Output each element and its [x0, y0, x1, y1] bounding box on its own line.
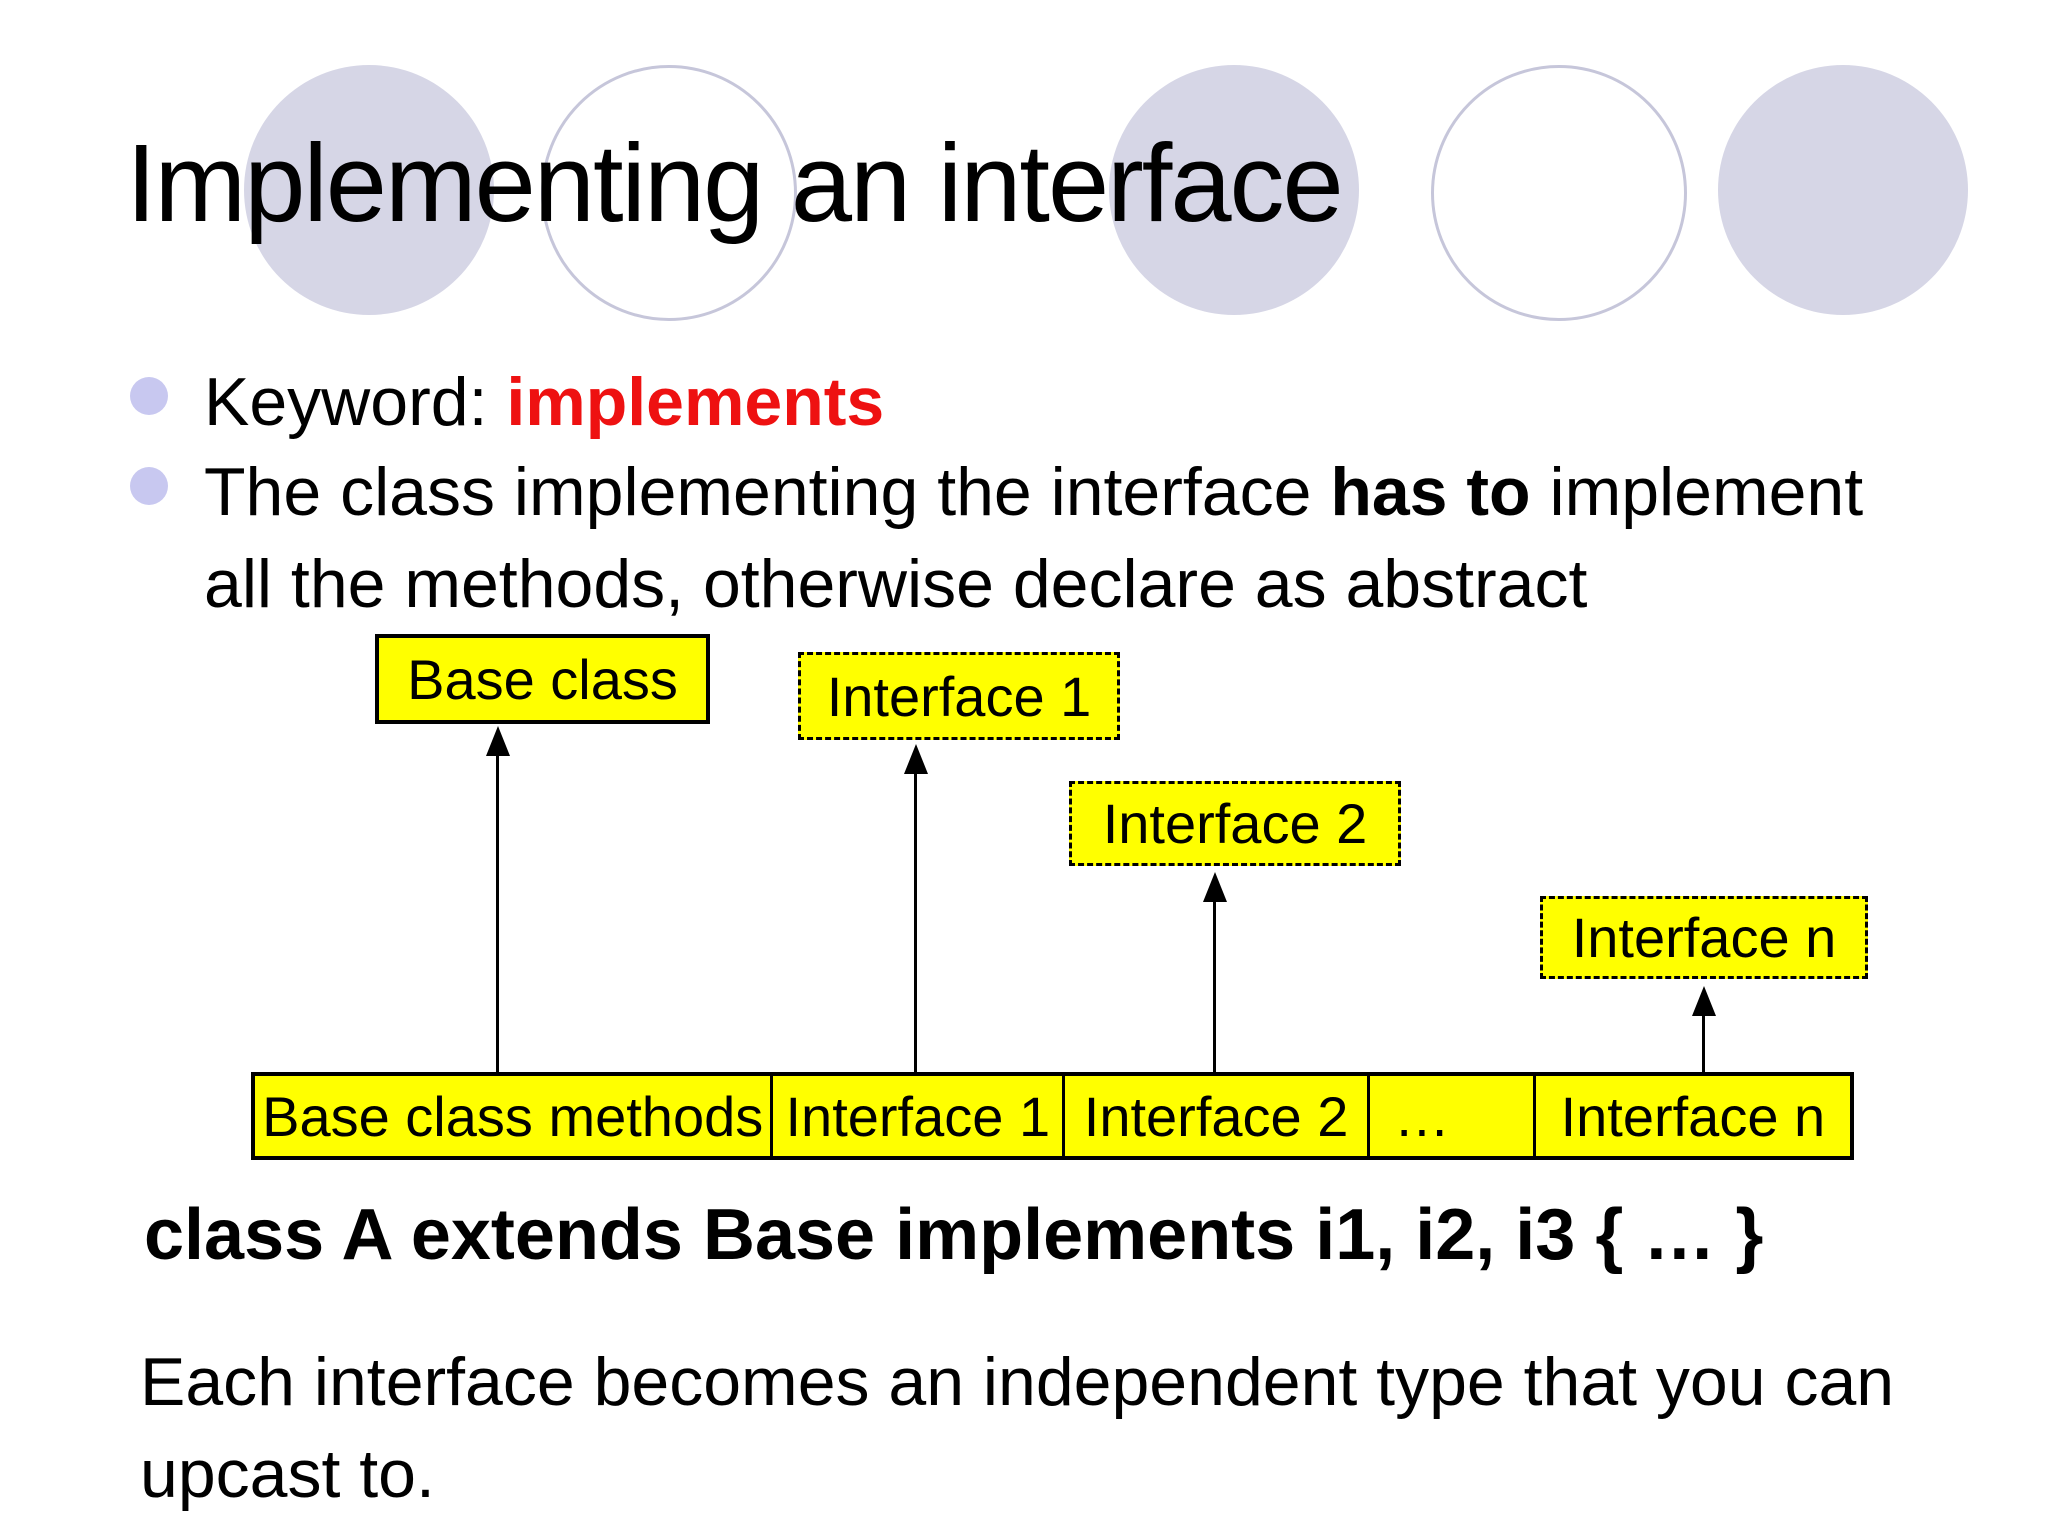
bullet-keyword: Keyword: implements — [204, 356, 884, 448]
decorative-circle-filled — [1109, 65, 1359, 315]
arrow-to-interface-2-head — [1203, 872, 1227, 902]
bar-cell-ellipsis: … — [1370, 1076, 1536, 1156]
bar-cell-interface-1: Interface 1 — [773, 1076, 1066, 1156]
arrow-to-interface-n-head — [1692, 986, 1716, 1016]
diagram-box-interface-2: Interface 2 — [1069, 781, 1401, 866]
rule-text-bold: has to — [1330, 454, 1531, 530]
code-line: class A extends Base implements i1, i2, … — [144, 1195, 1764, 1275]
bar-cell-interface-2: Interface 2 — [1065, 1076, 1370, 1156]
arrow-to-base-class-shaft — [496, 752, 499, 1072]
footer-line2: upcast to. — [140, 1436, 435, 1512]
arrow-to-interface-1-shaft — [914, 770, 917, 1072]
arrow-to-base-class-head — [486, 726, 510, 756]
diagram-box-base-class: Base class — [375, 634, 710, 724]
rule-text: The class implementing the interface — [204, 454, 1331, 530]
bar-cell-interface-n: Interface n — [1560, 1084, 1826, 1148]
bullet-class-rule: The class implementing the interface has… — [204, 446, 1863, 630]
decorative-circle-filled — [244, 65, 494, 315]
diagram-box-interface-n: Interface n — [1540, 896, 1868, 979]
footer-paragraph: Each interface becomes an independent ty… — [140, 1336, 1894, 1520]
bullet-keyword-label: Keyword: — [204, 364, 507, 440]
bullet-keyword-implements: implements — [506, 364, 885, 440]
rule-text: implement — [1530, 454, 1864, 530]
bullet-class-rule-line1: The class implementing the interface has… — [204, 446, 1863, 538]
bullet-dot — [130, 377, 168, 415]
arrow-to-interface-n-shaft — [1702, 1012, 1705, 1072]
methods-bar: Base class methods Interface 1 Interface… — [251, 1072, 1854, 1160]
bullet-dot — [130, 467, 168, 505]
decorative-circle-outlined — [541, 65, 797, 321]
bar-cell-base-class-methods: Base class methods — [255, 1076, 774, 1156]
footer-line1: Each interface becomes an independent ty… — [140, 1344, 1895, 1420]
decorative-circle-outlined — [1431, 65, 1687, 321]
arrow-to-interface-2-shaft — [1213, 898, 1216, 1072]
decorative-circle-filled — [1718, 65, 1968, 315]
diagram-box-interface-1: Interface 1 — [798, 652, 1120, 740]
bullet-class-rule-line2: all the methods, otherwise declare as ab… — [204, 546, 1588, 622]
slide-title: Implementing an interface — [126, 122, 1344, 245]
arrow-to-interface-1-head — [904, 744, 928, 774]
